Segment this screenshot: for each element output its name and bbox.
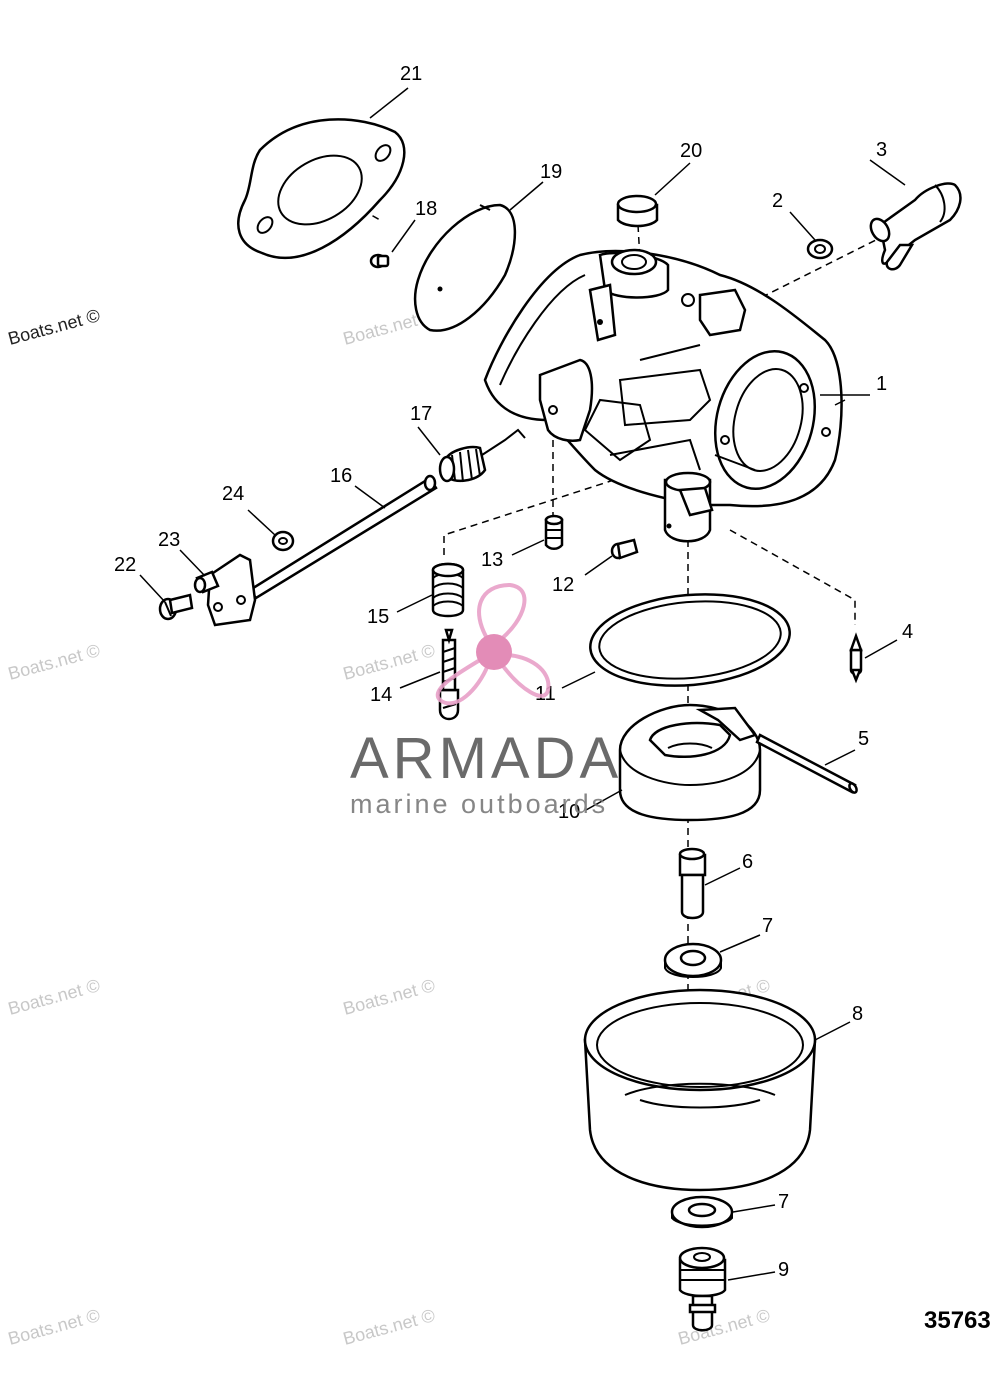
watermark: Boats.net © xyxy=(6,975,102,1019)
callout-18: 18 xyxy=(415,198,437,220)
callout-5: 5 xyxy=(858,728,869,750)
callout-20: 20 xyxy=(680,140,702,162)
spring-part-17 xyxy=(438,428,526,483)
propeller-icon xyxy=(435,582,551,706)
fuel-fitting-part-3 xyxy=(869,182,962,271)
brand-logo: ARMADA marine outboards xyxy=(350,582,622,819)
bushing-part-23 xyxy=(193,570,220,594)
screw-part-12 xyxy=(610,538,639,560)
callout-13: 13 xyxy=(481,549,503,571)
drawing-number: 35763 xyxy=(924,1307,991,1334)
callout-labels: 21 19 18 20 2 3 1 17 16 24 23 22 13 12 1… xyxy=(114,63,913,1281)
watermark: Boats.net © xyxy=(341,975,437,1019)
carburetor-body-part-1 xyxy=(483,248,870,543)
screw-part-18 xyxy=(369,253,390,269)
brand-tagline: marine outboards xyxy=(350,789,608,819)
callout-23: 23 xyxy=(158,529,180,551)
callout-21: 21 xyxy=(400,63,422,85)
callout-19: 19 xyxy=(540,161,562,183)
drain-plug-part-9 xyxy=(678,1246,727,1332)
spring-part-15 xyxy=(431,562,465,618)
callout-16: 16 xyxy=(330,465,352,487)
watermark: Boats.net © xyxy=(6,305,102,349)
gasket-part-21 xyxy=(237,118,406,259)
callout-17: 17 xyxy=(410,403,432,425)
watermark: Boats.net © xyxy=(341,640,437,684)
float-part-10 xyxy=(618,703,762,822)
cover-plate-part-19 xyxy=(413,203,517,332)
callout-7-lower: 7 xyxy=(778,1191,789,1213)
callout-7-upper: 7 xyxy=(762,915,773,937)
watermark: Boats.net © xyxy=(6,640,102,684)
inlet-needle-part-4 xyxy=(849,632,863,684)
watermark: Boats.net © xyxy=(341,1305,437,1349)
main-jet-part-6 xyxy=(678,847,707,920)
plug-part-20 xyxy=(616,194,659,228)
callout-24: 24 xyxy=(222,483,244,505)
jet-part-13 xyxy=(544,514,564,550)
callout-15: 15 xyxy=(367,606,389,628)
float-bowl-part-8 xyxy=(583,988,817,1192)
leader-lines xyxy=(139,87,906,1281)
throttle-shaft-part-16 xyxy=(206,474,438,627)
callout-10: 10 xyxy=(558,801,580,823)
callout-1: 1 xyxy=(876,373,887,395)
callout-12: 12 xyxy=(552,574,574,596)
float-bowl-gasket-part-11 xyxy=(589,593,791,687)
gasket-part-7-upper xyxy=(663,942,723,978)
callout-9: 9 xyxy=(778,1259,789,1281)
callout-6: 6 xyxy=(742,851,753,873)
nut-part-24 xyxy=(271,530,295,552)
watermark: Boats.net © xyxy=(6,1305,102,1349)
float-pin-part-5 xyxy=(755,733,858,794)
callout-14: 14 xyxy=(370,684,392,706)
callout-4: 4 xyxy=(902,621,913,643)
callout-8: 8 xyxy=(852,1003,863,1025)
gasket-part-7-lower xyxy=(670,1195,734,1229)
callout-2: 2 xyxy=(772,190,783,212)
brand-name: ARMADA xyxy=(350,726,622,791)
screw-part-22 xyxy=(158,593,194,621)
callout-22: 22 xyxy=(114,554,136,576)
callout-3: 3 xyxy=(876,139,887,161)
washer-part-2 xyxy=(806,238,834,260)
